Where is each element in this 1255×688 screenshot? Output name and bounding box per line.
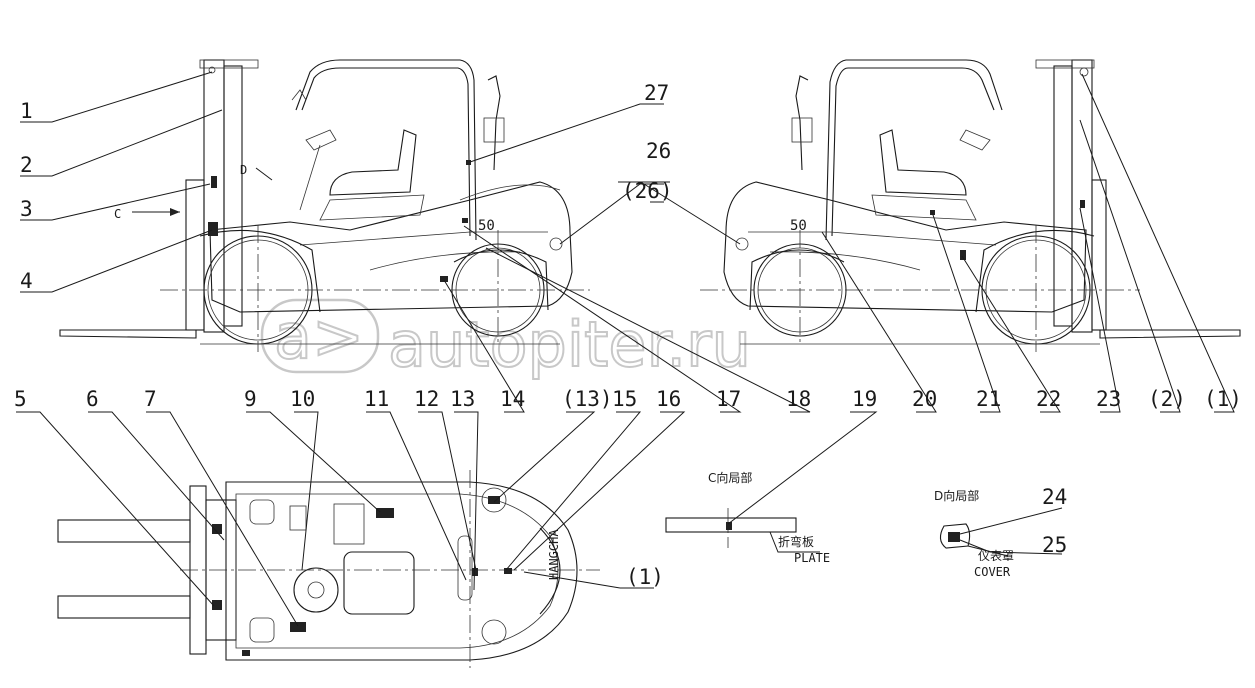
svg-text:HANGCHA: HANGCHA: [547, 529, 561, 580]
callout-5: 5: [14, 387, 27, 411]
callout-12: 12: [414, 387, 439, 411]
detail-d-part-cn: 仪表罩: [978, 549, 1014, 563]
callout-20: 20: [912, 387, 937, 411]
callout-plan-1-paren: (1): [626, 565, 664, 589]
callout-13: 13: [450, 387, 475, 411]
view-d-label: D: [240, 163, 247, 177]
watermark: a> autopiter.ru: [260, 298, 752, 382]
leader-lines-plan: [16, 411, 878, 627]
callout-1-paren: (1): [1204, 387, 1242, 411]
leader-lines-top: [20, 71, 1235, 413]
detail-d-title: D向局部: [934, 488, 979, 503]
callout-2-paren: (2): [1148, 387, 1186, 411]
callout-numbers: 1 2 3 4 27 26 (26) 14 17 18 20 21 22 23 …: [14, 81, 1242, 589]
callout-27: 27: [644, 81, 669, 105]
callout-9: 9: [244, 387, 257, 411]
callout-13-paren: (13): [562, 387, 613, 411]
callout-26-paren: (26): [622, 179, 673, 203]
callout-18: 18: [786, 387, 811, 411]
callout-3: 3: [20, 197, 33, 221]
detail-c-part-en: PLATE: [794, 551, 830, 565]
callout-4: 4: [20, 269, 33, 293]
callout-16: 16: [656, 387, 681, 411]
callout-25: 25: [1042, 533, 1067, 557]
detail-d: D向局部 仪表罩 COVER 24 25: [934, 485, 1067, 579]
detail-d-part-en: COVER: [974, 565, 1011, 579]
forklift-left-side-view: 50 C D: [59, 59, 590, 352]
detail-c: C向局部 折弯板 PLATE: [665, 470, 830, 565]
detail-c-title: C向局部: [708, 470, 752, 485]
callout-22: 22: [1036, 387, 1061, 411]
callout-15: 15: [612, 387, 637, 411]
watermark-text: autopiter.ru: [388, 308, 751, 381]
view-c-arrow-label: C: [114, 207, 121, 221]
right-model-number: 50: [790, 218, 807, 234]
callout-10: 10: [290, 387, 315, 411]
callout-23: 23: [1096, 387, 1121, 411]
detail-c-part-cn: 折弯板: [778, 534, 814, 549]
callout-17: 17: [716, 387, 741, 411]
callout-26: 26: [646, 139, 671, 163]
forklift-plan-view: HANGCHA: [57, 470, 600, 668]
callout-24: 24: [1042, 485, 1067, 509]
callout-2: 2: [20, 153, 33, 177]
callout-6: 6: [86, 387, 99, 411]
callout-11: 11: [364, 387, 389, 411]
forklift-right-side-view: 50: [700, 59, 1241, 352]
callout-1: 1: [20, 99, 33, 123]
left-model-number: 50: [478, 218, 495, 234]
callout-14: 14: [500, 387, 525, 411]
callout-19: 19: [852, 387, 877, 411]
callout-21: 21: [976, 387, 1001, 411]
callout-7: 7: [144, 387, 157, 411]
